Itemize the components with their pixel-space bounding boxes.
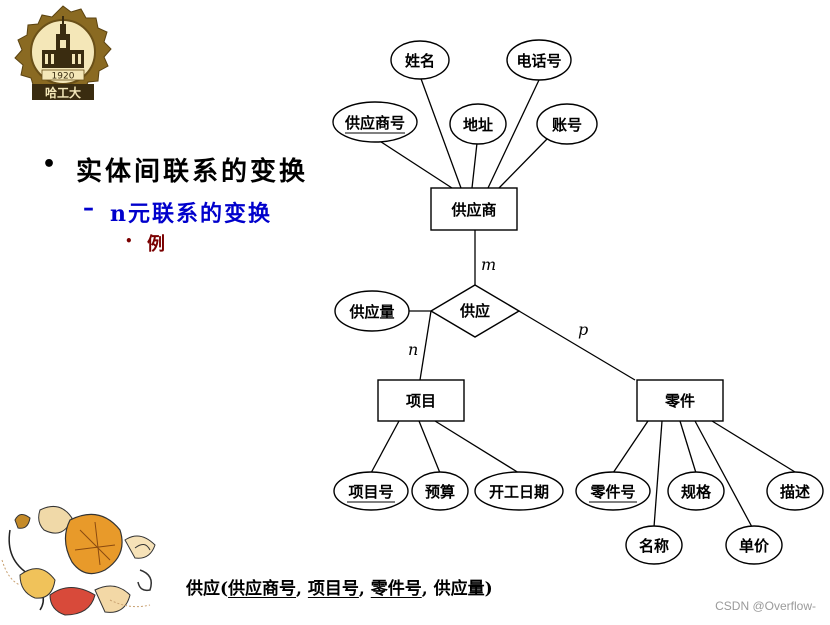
svg-text:预算: 预算 (425, 483, 455, 501)
svg-text:零件: 零件 (664, 392, 695, 410)
schema-prefix: 供应( (186, 579, 229, 599)
logo-year: 1920 (52, 72, 75, 82)
schema-key-project-id: 项目号 (307, 579, 359, 599)
schema-attr-quantity: 供应量 (433, 579, 485, 599)
schema-suffix: ) (484, 579, 493, 599)
attribute-supplier-id: 供应商号 (332, 101, 418, 143)
attribute-supply-quantity: 供应量 (334, 290, 410, 332)
attribute-part-spec: 规格 (667, 471, 725, 511)
svg-text:名称: 名称 (639, 537, 669, 555)
cardinality-n: n (408, 340, 418, 359)
bullet-level2: n元联系的变换 (110, 201, 272, 227)
attribute-supplier-account: 账号 (536, 103, 598, 145)
svg-text:电话号: 电话号 (516, 52, 561, 70)
svg-text:规格: 规格 (681, 483, 712, 501)
svg-text:供应商: 供应商 (450, 201, 496, 219)
svg-text:姓名: 姓名 (405, 52, 435, 70)
svg-text:项目号: 项目号 (348, 483, 393, 501)
attribute-supplier-address: 地址 (449, 103, 507, 145)
svg-text:描述: 描述 (780, 483, 810, 501)
svg-text:地址: 地址 (463, 116, 493, 134)
attribute-supplier-name: 姓名 (390, 40, 450, 80)
attribute-project-id: 项目号 (333, 471, 409, 511)
bullet-dash: – (83, 196, 94, 221)
entity-project: 项目 (377, 379, 465, 422)
schema-separator: , (358, 579, 371, 599)
svg-text:供应: 供应 (459, 302, 490, 320)
bullet-level3: 例 (147, 234, 165, 255)
bullet-dot-small: • (125, 234, 133, 248)
svg-text:供应商号: 供应商号 (344, 114, 405, 132)
attribute-part-id: 零件号 (575, 471, 651, 511)
schema-key-part-id: 零件号 (370, 579, 422, 599)
svg-text:零件号: 零件号 (589, 483, 635, 501)
relationship-supply: 供应 (429, 284, 521, 338)
svg-text:项目: 项目 (406, 392, 436, 410)
svg-text:单价: 单价 (739, 537, 770, 555)
university-logo: 1920 哈工大 (4, 4, 122, 108)
attribute-supplier-phone: 电话号 (506, 39, 572, 81)
svg-text:账号: 账号 (552, 116, 582, 134)
svg-text:供应量: 供应量 (348, 303, 394, 321)
bullet-dot: • (42, 152, 57, 177)
schema-separator: , (421, 579, 434, 599)
entity-supplier: 供应商 (430, 187, 518, 231)
svg-text:开工日期: 开工日期 (489, 483, 549, 501)
watermark: CSDN @Overflow- (715, 599, 816, 613)
connector-lines (370, 75, 796, 528)
attribute-project-budget: 预算 (411, 471, 469, 511)
attribute-project-start: 开工日期 (474, 471, 564, 511)
cardinality-p: p (578, 320, 588, 339)
attribute-part-price: 单价 (725, 525, 783, 565)
schema-separator: , (296, 579, 308, 599)
entity-part: 零件 (636, 379, 724, 422)
leaves-decoration (0, 500, 170, 621)
attribute-part-desc: 描述 (766, 471, 824, 511)
bullet-level1: 实体间联系的变换 (76, 157, 309, 187)
relation-schema: 供应(供应商号, 项目号, 零件号, 供应量) (186, 574, 493, 599)
logo-name: 哈工大 (45, 85, 81, 100)
schema-key-supplier-id: 供应商号 (228, 579, 297, 599)
cardinality-m: m (481, 255, 496, 274)
attribute-part-name: 名称 (625, 525, 683, 565)
